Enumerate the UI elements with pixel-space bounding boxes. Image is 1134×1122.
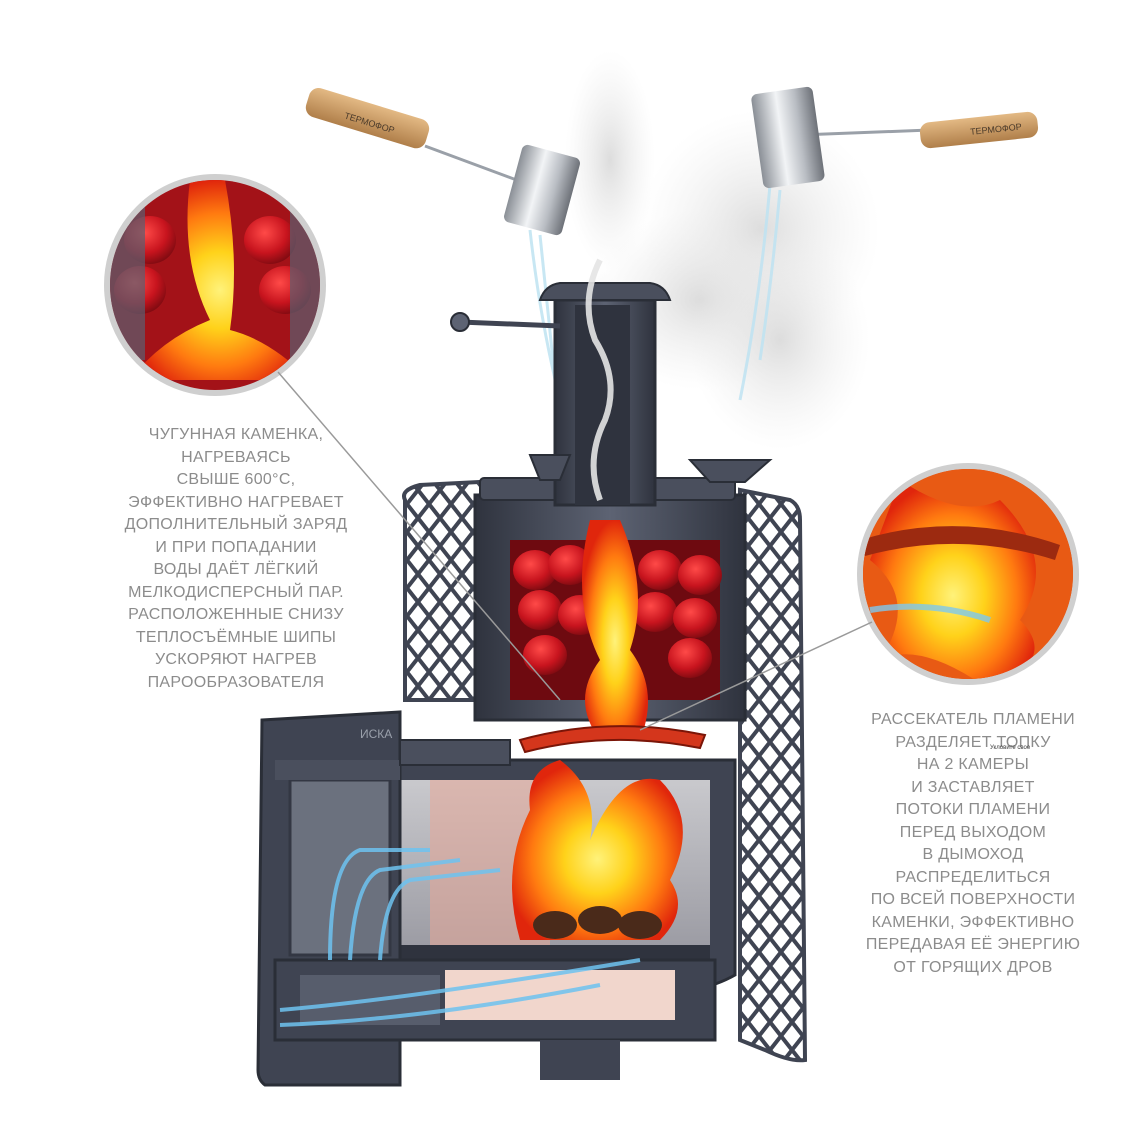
caption-line: ДОПОЛНИТЕЛЬНЫЙ ЗАРЯД	[124, 516, 348, 533]
ladle-left: ТЕРМОФОР	[305, 88, 580, 236]
chimney	[450, 258, 672, 507]
caption-line: ВОДЫ ДАЁТ ЛЁГКИЙ	[153, 561, 319, 578]
steam-inlet	[528, 454, 773, 483]
caption-line: ПЕРЕД ВЫХОДОМ	[899, 823, 1047, 841]
caption-line: КАМЕНКИ, ЭФФЕКТИВНО	[871, 913, 1075, 931]
caption-line: ЭФФЕКТИВНО НАГРЕВАЕТ	[128, 493, 344, 511]
caption-line: УСКОРЯЮТ НАГРЕВ	[154, 651, 318, 668]
caption-line: НА 2 КАМЕРЫ	[916, 756, 1030, 773]
air-flow	[279, 848, 641, 1027]
caption-flame-splitter: РАССЕКАТЕЛЬ ПЛАМЕНИ РАЗДЕЛЯЕТ ТОПКУ НА 2…	[838, 709, 1108, 979]
caption-line: ПО ВСЕЙ ПОВЕРХНОСТИ	[870, 891, 1076, 908]
caption-line: ОТ ГОРЯЩИХ ДРОВ	[893, 958, 1053, 976]
ladle-right: ТЕРМОФОР	[751, 86, 1039, 189]
inset-heater-stones	[104, 174, 326, 396]
caption-line: И ПРИ ПОПАДАНИИ	[155, 538, 317, 556]
caption-line: ПАРООБРАЗОВАТЕЛЯ	[147, 673, 325, 691]
caption-line: СВЫШЕ 600°С,	[176, 471, 296, 488]
caption-line: РАСПОЛОЖЕННЫЕ СНИЗУ	[128, 606, 344, 623]
caption-line: РАССЕКАТЕЛЬ ПЛАМЕНИ	[871, 711, 1075, 728]
caption-line: В ДЫМОХОД	[922, 846, 1024, 863]
inset-flame-splitter	[857, 463, 1079, 685]
stove-brand: ИСКА	[360, 727, 392, 741]
caption-heater: ЧУГУННАЯ КАМЕНКА, НАГРЕВАЯСЬ СВЫШЕ 600°С…	[96, 424, 376, 694]
caption-line: ЧУГУННАЯ КАМЕНКА,	[148, 426, 324, 443]
heater-flame	[582, 520, 648, 740]
flame-splitter	[518, 725, 707, 754]
caption-line: И ЗАСТАВЛЯЕТ	[911, 778, 1035, 796]
caption-line: РАСПРЕДЕЛИТЬСЯ	[895, 868, 1051, 886]
stove-front: ИСКА	[256, 710, 717, 1087]
caption-line: ПЕРЕДАВАЯ ЕЁ ЭНЕРГИЮ	[865, 936, 1081, 953]
tiny-label: Укловите свое	[990, 745, 1031, 751]
caption-line: МЕЛКОДИСПЕРСНЫЙ ПАР.	[128, 583, 344, 601]
caption-line: ТЕПЛОСЪЁМНЫЕ ШИПЫ	[135, 628, 337, 646]
leader-lines	[277, 371, 873, 731]
caption-line: НАГРЕВАЯСЬ	[181, 448, 291, 466]
caption-line: РАЗДЕЛЯЕТ ТОПКУ	[895, 733, 1051, 751]
caption-line: ПОТОКИ ПЛАМЕНИ	[895, 801, 1051, 818]
